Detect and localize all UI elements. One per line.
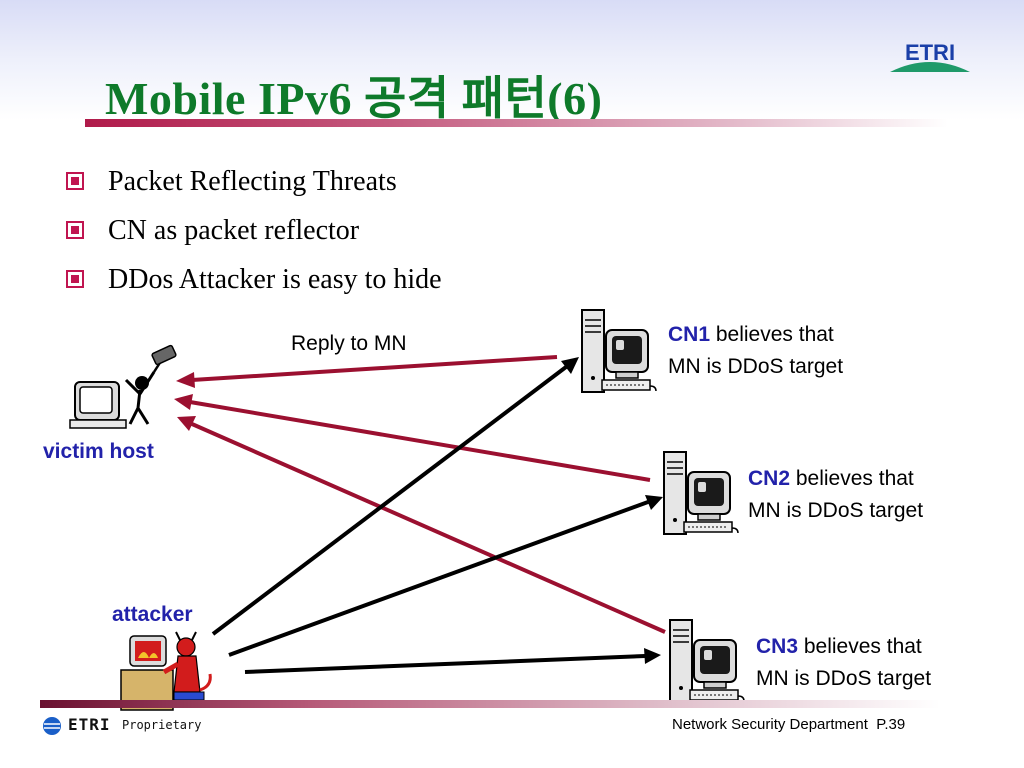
etri-globe-icon bbox=[43, 717, 61, 735]
reply-to-mn-label: Reply to MN bbox=[291, 332, 407, 355]
attack-arrowhead-cn1 bbox=[561, 357, 579, 374]
cn1-name: CN1 bbox=[668, 323, 711, 346]
cn1-label: CN1 believes that MN is DDoS target bbox=[668, 319, 843, 383]
victim-host-icon bbox=[69, 344, 177, 429]
cn3-line1: believes that bbox=[798, 635, 922, 658]
bullet-text: DDos Attacker is easy to hide bbox=[108, 264, 442, 295]
slide-title: Mobile IPv6 공격 패턴(6) bbox=[105, 73, 603, 124]
title-underline bbox=[85, 119, 948, 127]
cn2-line1: believes that bbox=[790, 467, 914, 490]
reply-arrow-cn2 bbox=[189, 400, 651, 482]
attacker-icon bbox=[120, 631, 212, 711]
bullet-text: Packet Reflecting Threats bbox=[108, 166, 397, 197]
bullet-item: DDos Attacker is easy to hide bbox=[66, 262, 442, 311]
attack-arrow-cn2 bbox=[228, 500, 649, 657]
square-bullet-icon bbox=[66, 221, 84, 239]
footer-rule bbox=[40, 700, 940, 708]
attack-arrowhead-cn2 bbox=[645, 495, 663, 510]
cn1-line1: believes that bbox=[710, 323, 834, 346]
cn2-line2: MN is DDoS target bbox=[748, 499, 924, 522]
reply-arrow-cn3 bbox=[191, 422, 666, 634]
attack-arrow-cn3 bbox=[244, 654, 646, 674]
victim-host-label: victim host bbox=[43, 440, 154, 463]
footer-org: ETRI bbox=[68, 715, 111, 734]
cn1-line2: MN is DDoS target bbox=[668, 355, 844, 378]
footer-department-page: Network Security Department P.39 bbox=[672, 716, 905, 733]
etri-logo: ETRI bbox=[890, 40, 970, 72]
reply-arrowhead-cn2 bbox=[174, 394, 193, 410]
reply-arrow-cn1 bbox=[191, 355, 558, 382]
square-bullet-icon bbox=[66, 270, 84, 288]
bullet-item: Packet Reflecting Threats bbox=[66, 164, 442, 213]
attack-arrowhead-cn3 bbox=[644, 648, 661, 664]
attacker-label: attacker bbox=[112, 603, 193, 626]
footer-proprietary: Proprietary bbox=[122, 718, 202, 732]
etri-logo-text: ETRI bbox=[905, 40, 955, 65]
cn3-name: CN3 bbox=[756, 635, 799, 658]
square-bullet-icon bbox=[66, 172, 84, 190]
cn3-line2: MN is DDoS target bbox=[756, 667, 932, 690]
bullet-text: CN as packet reflector bbox=[108, 215, 360, 246]
bullet-list: Packet Reflecting Threats CN as packet r… bbox=[66, 164, 442, 311]
cn2-computer-icon bbox=[663, 451, 739, 535]
cn3-label: CN3 believes that MN is DDoS target bbox=[756, 631, 931, 695]
attack-arrow-cn1 bbox=[211, 365, 568, 636]
cn3-computer-icon bbox=[669, 619, 745, 703]
bullet-item: CN as packet reflector bbox=[66, 213, 442, 262]
reply-arrowhead-cn1 bbox=[176, 372, 195, 388]
cn2-label: CN2 believes that MN is DDoS target bbox=[748, 463, 923, 527]
reply-arrowhead-cn3 bbox=[177, 416, 196, 431]
cn1-computer-icon bbox=[581, 309, 657, 393]
page-number: P.39 bbox=[876, 716, 906, 733]
cn2-name: CN2 bbox=[748, 467, 791, 490]
footer-department: Network Security Department bbox=[672, 716, 868, 733]
